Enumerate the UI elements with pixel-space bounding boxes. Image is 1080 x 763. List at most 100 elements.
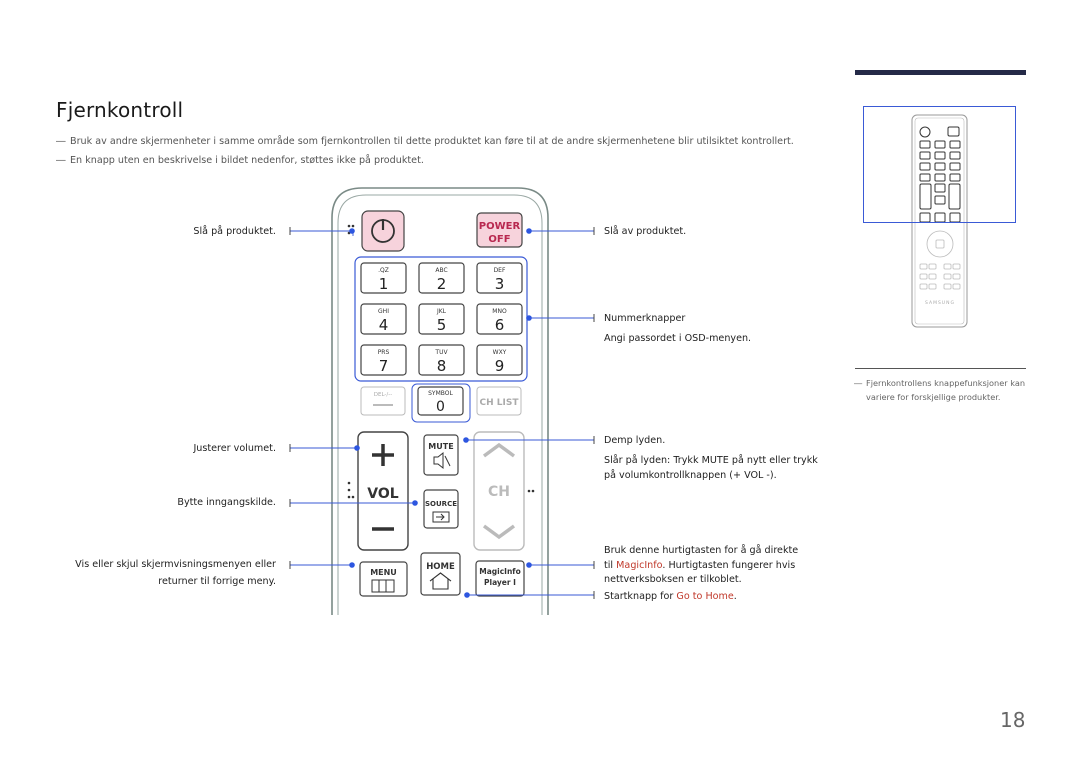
label-menu-line2: returner til forrige meny. [158,576,276,587]
symbol-zero-button[interactable]: SYMBOL 0 [417,386,464,416]
number-key-1[interactable]: .QZ1 [360,262,407,294]
page-number: 18 [1000,708,1026,732]
source-icon [432,511,450,523]
del-button[interactable]: DEL-/-- [360,386,406,416]
ch-label: CH [488,484,510,500]
label-power-on: Slå på produktet. [193,226,276,237]
mute-desc-c: på nytt eller trykk [728,455,818,466]
number-key-digit: 2 [437,275,447,293]
home-icon [429,572,452,590]
ch-list-label: CH LIST [480,398,520,408]
label-mute-title: Demp lyden. [604,435,666,446]
magicinfo-button[interactable]: MagicInfo Player I [475,560,525,597]
symbol-label: SYMBOL [428,390,453,397]
number-key-digit: 4 [379,316,389,334]
side-rule [855,368,1026,369]
number-key-letters: TUV [434,349,448,356]
note-text-2: En knapp uten en beskrivelse i bildet ne… [70,155,424,166]
magicinfo-label-2: Player I [484,578,516,587]
remote-outline [331,187,549,615]
number-key-digit: 5 [437,316,447,334]
label-mute-desc-2: på volumkontrollknappen (+ VOL -). [604,470,777,481]
channel-rocker[interactable]: CH [473,431,525,551]
label-magicinfo-2: til MagicInfo. Hurtigtasten fungerer hvi… [604,558,795,573]
number-key-letters: ABC [435,267,447,274]
volume-rocker[interactable]: VOL [357,431,409,551]
note-dash: ― [56,136,66,147]
label-home: Startknapp for Go to Home. [604,589,737,604]
magicinfo-link: MagicInfo [616,560,663,571]
zero-label: 0 [436,399,445,415]
label-mute-desc: Slår på lyden: Trykk MUTE på nytt eller … [604,453,818,468]
label-source: Bytte inngangskilde. [177,497,276,508]
mute-label: MUTE [428,442,453,451]
number-key-letters: PRS [378,349,390,356]
del-label: DEL-/-- [374,392,393,398]
label-menu-line1: Vis eller skjul skjermvisningsmenyen ell… [75,559,276,570]
channel-down-icon [482,524,516,540]
number-key-letters: GHI [378,308,389,315]
number-key-letters: MNO [492,308,507,315]
source-label: SOURCE [425,500,457,508]
remote-thumbnail: SAMSUNG [911,114,968,328]
number-key-letters: DEF [494,267,506,274]
note-text-1: Bruk av andre skjermenheter i samme områ… [70,136,794,147]
thumbnail-highlight-box [863,106,1016,223]
number-key-letters: JKL [436,308,447,315]
number-key-digit: 3 [495,275,505,293]
number-key-digit: 7 [379,357,389,375]
note-interference: ― Bruk av andre skjermenheter i samme omr… [56,136,794,147]
label-power-off: Slå av produktet. [604,226,687,237]
home-label: HOME [426,562,455,572]
number-key-letters: .QZ [378,267,389,274]
menu-button[interactable]: MENU [359,561,408,597]
remote-inner-outline [337,194,543,615]
power-off-button[interactable]: POWER OFF [476,212,523,248]
mute-button[interactable]: MUTE [423,434,459,476]
page-title: Fjernkontroll [56,98,184,122]
mute-desc-a: Slår på lyden: Trykk [604,455,702,466]
side-note: ― Fjernkontrollens knappefunksjoner kan … [854,376,1026,404]
home-button[interactable]: HOME [420,552,461,596]
label-number-title: Nummerknapper [604,313,686,324]
number-key-letters: WXY [493,349,507,356]
home-a: Startknapp for [604,591,677,602]
zero-key-highlight [411,383,471,423]
source-button[interactable]: SOURCE [423,489,459,529]
label-magicinfo-3: nettverksboksen er tilkoblet. [604,574,742,585]
number-key-digit: 6 [495,316,505,334]
note-dash: ― [56,155,66,166]
note-unsupported: ― En knapp uten en beskrivelse i bildet n… [56,155,424,166]
magicinfo-c: . Hurtigtasten fungerer hvis [662,560,796,571]
side-note-text: Fjernkontrollens knappefunksjoner kan va… [866,378,1026,402]
power-off-label-1: POWER [479,221,521,232]
power-off-label-2: OFF [488,234,510,245]
magicinfo-label-1: MagicInfo [479,567,520,576]
number-key-digit: 8 [437,357,447,375]
home-c: . [733,591,737,602]
power-on-button[interactable] [361,210,405,252]
number-key-digit: 9 [495,357,505,375]
menu-icon [371,579,395,593]
side-note-dash: ― [854,378,863,388]
channel-up-icon [482,442,516,458]
speaker-muted-icon [433,451,444,470]
label-magicinfo-1: Bruk denne hurtigtasten for å gå direkte [604,545,799,556]
home-link: Go to Home [676,591,734,602]
ch-list-button[interactable]: CH LIST [476,386,522,416]
label-number-desc: Angi passordet i OSD-menyen. [604,333,752,344]
section-bar [855,70,1026,75]
menu-label: MENU [370,568,397,577]
number-key-digit: 1 [379,275,389,293]
